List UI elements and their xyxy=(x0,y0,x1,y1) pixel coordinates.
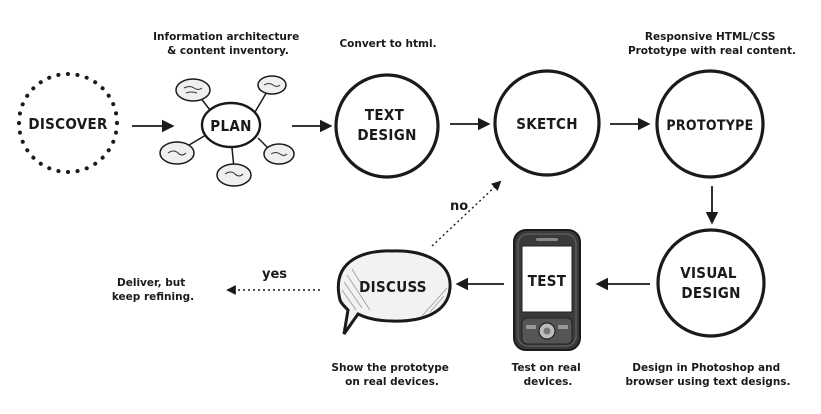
phone-screen xyxy=(521,245,573,313)
node-text-design: TEXT DESIGN xyxy=(334,73,440,179)
phone-bezel xyxy=(517,233,577,347)
visual-design-circle xyxy=(656,228,766,338)
visual-design-label: VISUAL DESIGN xyxy=(680,264,742,302)
caption-text-design: Convert to html. xyxy=(339,38,436,50)
node-prototype: PROTOTYPE xyxy=(655,69,765,179)
plan-center-ellipse xyxy=(200,101,262,149)
sketch-circle xyxy=(493,69,601,177)
node-test-phone: TEST xyxy=(513,229,581,351)
node-visual-design: VISUAL DESIGN xyxy=(656,228,766,338)
node-discuss: DISCUSS xyxy=(336,249,452,335)
text-design-label: TEXT DESIGN xyxy=(357,106,416,144)
plan-bubble-1 xyxy=(175,78,211,102)
text-design-circle xyxy=(334,73,440,179)
plan-bubble-2 xyxy=(257,75,287,95)
discuss-label: DISCUSS xyxy=(359,278,427,296)
arrow-no-to-sketch xyxy=(431,180,502,247)
discover-dotted-circle xyxy=(17,72,119,174)
plan-bubble-5 xyxy=(263,143,295,165)
prototype-circle xyxy=(655,69,765,179)
branch-yes-label: yes xyxy=(262,267,287,282)
node-discover: DISCOVER xyxy=(17,72,119,174)
caption-test: Test on real devices. xyxy=(512,362,585,388)
plan-label: PLAN xyxy=(210,117,251,135)
caption-prototype: Responsive HTML/CSS Prototype with real … xyxy=(628,31,796,57)
plan-bubble-3 xyxy=(159,141,195,165)
test-label: TEST xyxy=(528,272,567,290)
discover-label: DISCOVER xyxy=(28,115,108,133)
phone-speaker xyxy=(536,238,558,241)
caption-discuss: Show the prototype on real devices. xyxy=(331,362,452,388)
prototype-label: PROTOTYPE xyxy=(666,118,753,134)
plan-bubble-4 xyxy=(216,163,252,187)
caption-visual-design: Design in Photoshop and browser using te… xyxy=(625,362,790,388)
discuss-hatching xyxy=(341,268,448,317)
node-sketch: SKETCH xyxy=(493,69,601,177)
node-plan: PLAN xyxy=(159,75,295,187)
branch-no-label: no xyxy=(450,199,468,214)
caption-plan: Information architecture & content inven… xyxy=(153,31,303,57)
discuss-bubble xyxy=(336,249,452,335)
sketch-label: SKETCH xyxy=(516,115,578,133)
caption-deliver: Deliver, but keep refining. xyxy=(112,277,194,303)
